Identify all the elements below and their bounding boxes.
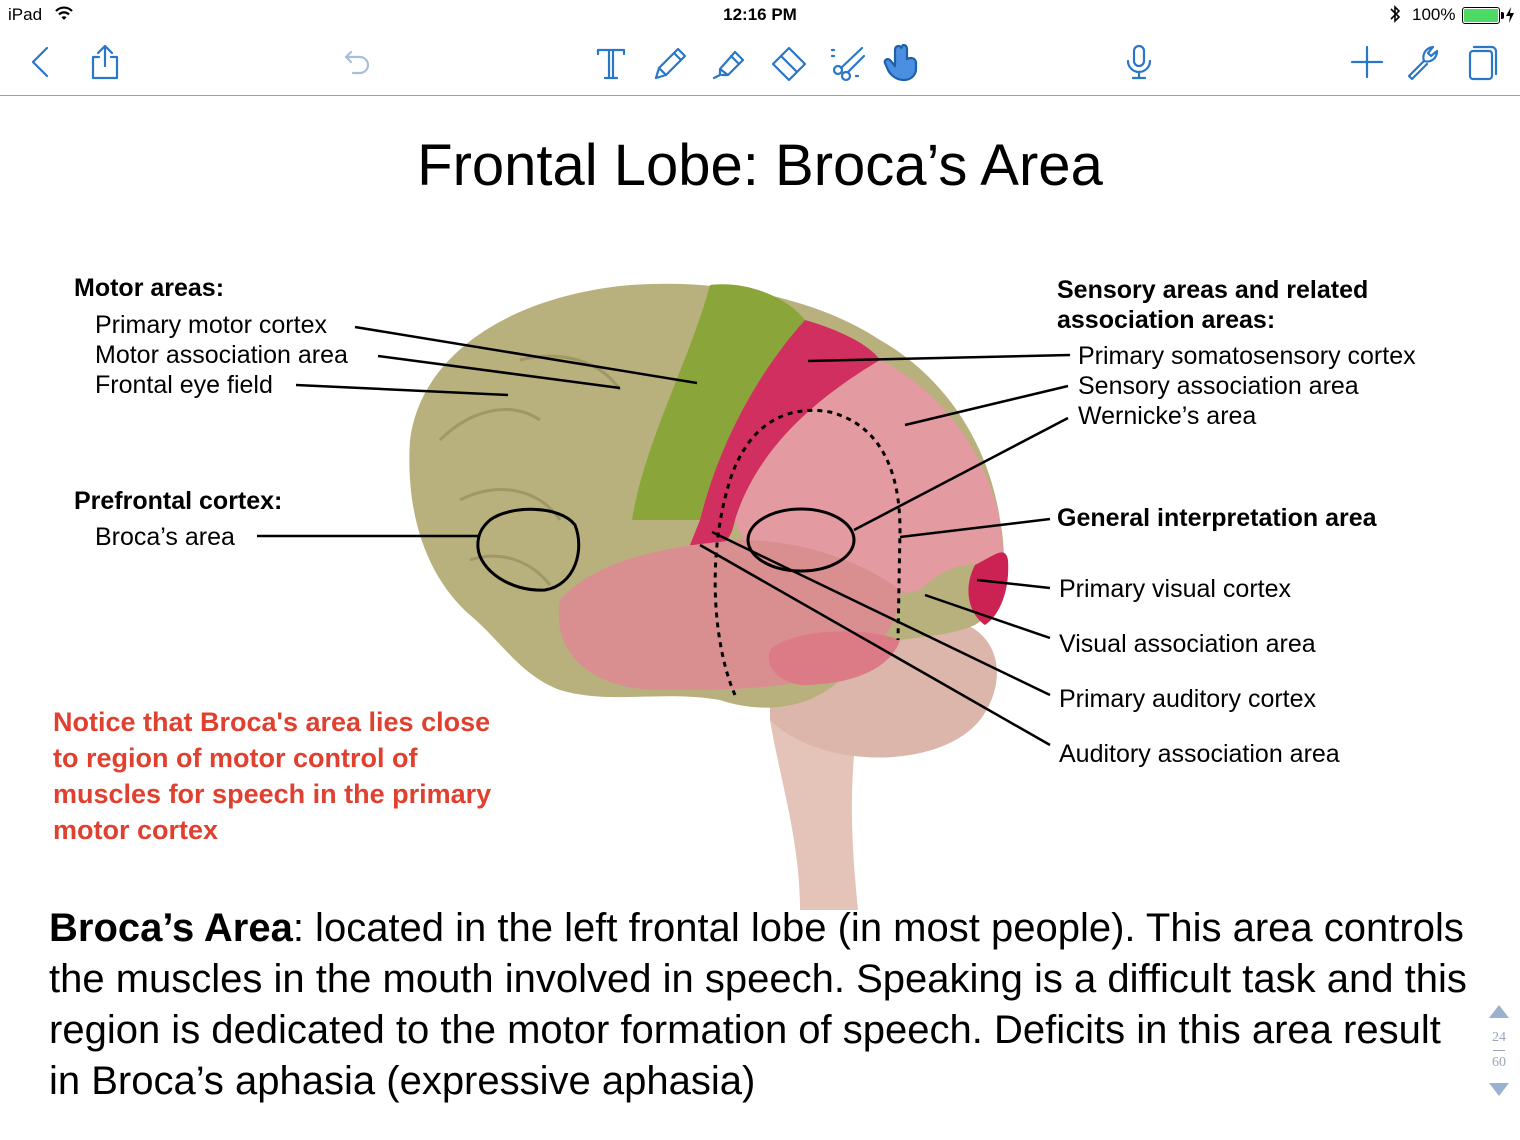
device-name: iPad bbox=[8, 5, 43, 24]
hand-pointer-icon bbox=[883, 43, 918, 82]
add-button[interactable] bbox=[1344, 38, 1390, 86]
label-brocas-area: Broca’s area bbox=[95, 523, 235, 551]
label-visual-association-area: Visual association area bbox=[1059, 630, 1316, 658]
somatosensory-strip bbox=[690, 320, 880, 547]
label-frontal-eye-field: Frontal eye field bbox=[95, 371, 273, 399]
label-primary-auditory-cortex: Primary auditory cortex bbox=[1059, 685, 1317, 713]
charging-icon bbox=[1506, 7, 1514, 23]
back-chevron-icon bbox=[31, 46, 49, 78]
brocas-area-outline bbox=[476, 507, 581, 592]
label-auditory-association-area: Auditory association area bbox=[1059, 740, 1340, 768]
battery-percent: 100% bbox=[1412, 5, 1456, 24]
pages-icon bbox=[1468, 45, 1498, 81]
label-motor-association-area: Motor association area bbox=[95, 341, 348, 369]
bluetooth-icon bbox=[1390, 5, 1401, 23]
brain-illustration bbox=[257, 283, 1071, 910]
lasso-scissors-icon bbox=[830, 46, 866, 82]
motor-areas-heading: Motor areas: bbox=[74, 274, 225, 302]
page-title: Frontal Lobe: Broca’s Area bbox=[417, 133, 1103, 198]
text-tool-icon bbox=[596, 48, 626, 80]
settings-button[interactable] bbox=[1400, 38, 1446, 86]
general-interpretation-heading: General interpretation area bbox=[1057, 504, 1377, 532]
battery-icon bbox=[1462, 7, 1500, 24]
eraser-button[interactable] bbox=[766, 38, 812, 86]
back-button[interactable] bbox=[17, 38, 63, 86]
lasso-button[interactable] bbox=[825, 38, 871, 86]
microphone-icon bbox=[1126, 44, 1152, 80]
eraser-icon bbox=[771, 46, 807, 82]
pen-button[interactable] bbox=[647, 38, 693, 86]
undo-button[interactable] bbox=[334, 38, 380, 86]
current-page: 24 bbox=[1492, 1030, 1506, 1045]
total-pages: 60 bbox=[1492, 1055, 1506, 1070]
sensory-heading-line1: Sensory areas and related bbox=[1057, 276, 1369, 304]
share-button[interactable] bbox=[82, 38, 128, 86]
page-down-icon[interactable] bbox=[1489, 1083, 1509, 1096]
text-tool-button[interactable] bbox=[588, 38, 634, 86]
visual-cortex bbox=[968, 552, 1009, 625]
toolbar bbox=[0, 30, 1520, 96]
brain-diagram: Motor areas: Primary motor cortex Motor … bbox=[0, 230, 1520, 910]
prefrontal-heading: Prefrontal cortex: bbox=[74, 487, 283, 515]
label-wernickes-area: Wernicke’s area bbox=[1078, 402, 1257, 430]
label-primary-motor-cortex: Primary motor cortex bbox=[95, 311, 327, 339]
add-icon bbox=[1350, 45, 1384, 79]
record-button[interactable] bbox=[1116, 38, 1162, 86]
status-bar: iPad 12:16 PM 100% bbox=[0, 0, 1520, 30]
page-navigator: 24 60 bbox=[1484, 1005, 1514, 1105]
page-up-icon[interactable] bbox=[1489, 1005, 1509, 1018]
body-text: Broca’s Area: located in the left fronta… bbox=[49, 903, 1479, 1107]
wrench-icon bbox=[1407, 45, 1439, 81]
label-primary-somatosensory-cortex: Primary somatosensory cortex bbox=[1078, 342, 1416, 370]
pages-button[interactable] bbox=[1458, 38, 1504, 86]
wifi-icon bbox=[55, 6, 73, 20]
highlighter-button[interactable] bbox=[706, 38, 752, 86]
brainstem bbox=[770, 720, 858, 910]
undo-icon bbox=[344, 50, 370, 75]
sensory-heading-line2: association areas: bbox=[1057, 306, 1276, 334]
hand-pointer-button[interactable] bbox=[878, 38, 924, 86]
body-term: Broca’s Area bbox=[49, 906, 293, 950]
pen-icon bbox=[654, 47, 687, 80]
body-description: : located in the left frontal lobe (in m… bbox=[49, 906, 1467, 1103]
share-icon bbox=[91, 44, 119, 80]
battery-nub bbox=[1501, 12, 1504, 19]
status-time: 12:16 PM bbox=[723, 5, 797, 24]
label-sensory-association-area: Sensory association area bbox=[1078, 372, 1359, 400]
motor-strip bbox=[632, 284, 805, 520]
label-primary-visual-cortex: Primary visual cortex bbox=[1059, 575, 1291, 603]
callout-note: Notice that Broca's area lies close to r… bbox=[53, 707, 492, 845]
wernickes-area-outline bbox=[746, 507, 856, 573]
highlighter-icon bbox=[712, 50, 745, 80]
parietal bbox=[735, 360, 1005, 597]
